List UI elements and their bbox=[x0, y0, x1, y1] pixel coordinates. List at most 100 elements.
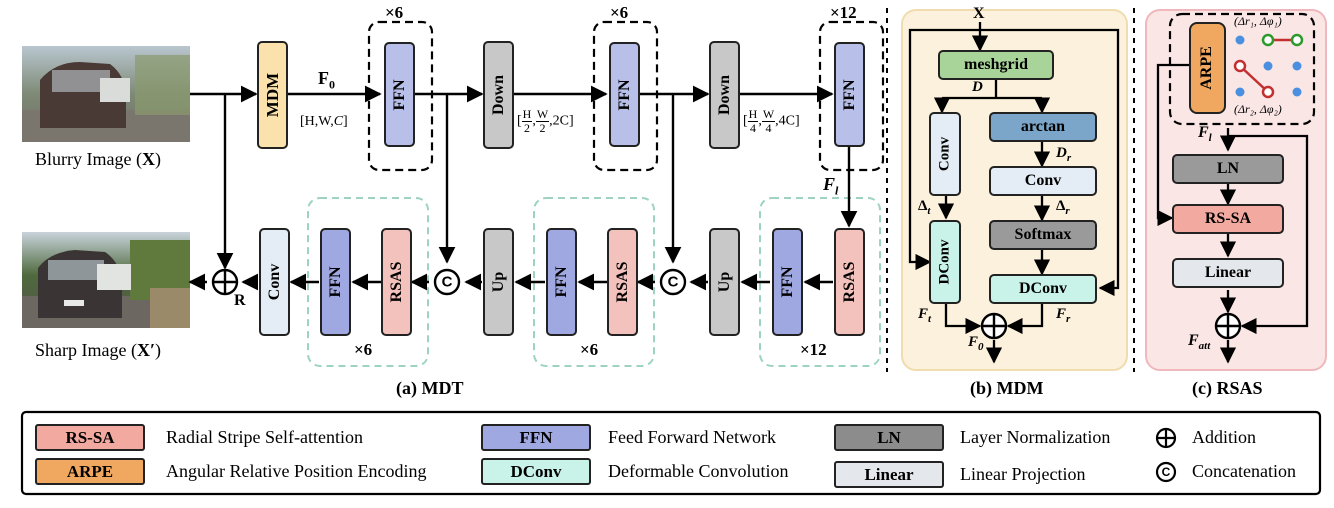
rsas-block-dec-3 bbox=[834, 228, 865, 336]
r-label: R bbox=[234, 292, 246, 309]
legend-concat-icon bbox=[1155, 461, 1177, 483]
blurry-caption: Blurry Image (X) bbox=[35, 149, 161, 169]
up-block-1 bbox=[483, 228, 514, 336]
down-block-1 bbox=[483, 41, 514, 149]
down-block-1-label: Down bbox=[490, 74, 507, 116]
ffn-group-1 bbox=[367, 20, 434, 172]
concat-symbol-2 bbox=[659, 268, 687, 296]
legend-key-linear: Linear bbox=[834, 461, 944, 488]
addition-symbol-rsas bbox=[1214, 312, 1242, 340]
legend-desc-addition: Addition bbox=[1192, 427, 1257, 447]
rssa-block: RS-SA bbox=[1172, 204, 1284, 234]
f0-mdm-label: F0 bbox=[968, 334, 984, 353]
ft-label: Ft bbox=[918, 306, 932, 325]
ln-block: LN bbox=[1172, 154, 1284, 184]
mdm-input-x: X bbox=[973, 5, 985, 22]
down-block-2 bbox=[709, 41, 740, 149]
legend-frame bbox=[20, 410, 1322, 496]
ffn-block-dec-1 bbox=[320, 228, 351, 336]
rsas-block-dec-2-label: RSAS bbox=[614, 261, 631, 303]
f0-label: F0 bbox=[318, 68, 335, 92]
pair1-label: (Δr₁, Δφ₁) bbox=[1234, 14, 1282, 28]
panel-b-title: (b) MDM bbox=[970, 378, 1044, 398]
fl-label: Fl bbox=[823, 174, 839, 198]
legend-key-rssa: RS-SA bbox=[35, 424, 145, 451]
ffn-block-1 bbox=[384, 42, 415, 147]
blurry-image bbox=[22, 46, 190, 142]
decoder-group-3 bbox=[759, 197, 881, 367]
ffn-block-3-label: FFN bbox=[841, 79, 858, 111]
legend-concat-letter: C bbox=[1161, 465, 1171, 479]
rep-label-bottom-1: ×6 bbox=[354, 340, 373, 359]
down-block-2-label: Down bbox=[716, 74, 733, 116]
ffn-block-dec-2-label: FFN bbox=[553, 266, 570, 298]
arpe-block-label: ARPE bbox=[1198, 46, 1215, 90]
pair2-label: (Δr₂, Δφ₂) bbox=[1234, 102, 1282, 116]
meshgrid-block: meshgrid bbox=[938, 50, 1054, 80]
arpe-block bbox=[1189, 22, 1226, 114]
rsas-block-dec-3-label: RSAS bbox=[841, 261, 858, 303]
conv-block-output-label: Conv bbox=[266, 263, 283, 301]
addition-symbol-output bbox=[211, 268, 239, 296]
ffn-group-2 bbox=[592, 20, 659, 172]
ffn-block-3 bbox=[834, 42, 865, 147]
dconv-block: DConv bbox=[989, 274, 1097, 304]
legend-desc-arpe: Angular Relative Position Encoding bbox=[166, 461, 427, 481]
dim-label-1: [H,W,C] bbox=[300, 114, 348, 129]
concat-letter-1: C bbox=[441, 273, 453, 291]
rep-label-bottom-2: ×6 bbox=[580, 340, 599, 359]
concat-letter-2: C bbox=[667, 273, 679, 291]
up-block-2 bbox=[709, 228, 740, 336]
legend-key-dconv: DConv bbox=[481, 458, 591, 485]
conv-left-label: Conv bbox=[936, 136, 953, 172]
panel-a-title: (a) MDT bbox=[396, 378, 464, 398]
up-block-1-label: Up bbox=[490, 271, 507, 293]
sharp-image bbox=[22, 232, 190, 328]
arpe-group bbox=[1168, 12, 1316, 126]
legend-desc-concat: Concatenation bbox=[1192, 461, 1296, 481]
conv-left-block bbox=[929, 112, 961, 196]
conv-block-mdm: Conv bbox=[989, 166, 1097, 196]
fatt-label: Fatt bbox=[1188, 332, 1211, 353]
rep-label-top-2: ×6 bbox=[610, 3, 629, 22]
sharp-caption: Sharp Image (X′) bbox=[35, 340, 162, 360]
legend-key-arpe: ARPE bbox=[35, 458, 145, 485]
legend-desc-dconv: Deformable Convolution bbox=[608, 461, 789, 481]
mdm-block bbox=[257, 41, 288, 149]
ffn-block-dec-2 bbox=[546, 228, 577, 336]
ffn-block-1-label: FFN bbox=[391, 79, 408, 111]
fr-label: Fr bbox=[1056, 306, 1071, 325]
mdm-block-label: MDM bbox=[263, 72, 282, 118]
arctan-block: arctan bbox=[989, 112, 1097, 142]
conv-block-output bbox=[259, 228, 290, 336]
legend-key-ln: LN bbox=[834, 424, 944, 451]
delta-r-label: Δr bbox=[1056, 198, 1070, 217]
rsas-block-dec-1-label: RSAS bbox=[388, 261, 405, 303]
dconv-left-block bbox=[929, 220, 961, 304]
d-label: D bbox=[972, 79, 983, 95]
legend-key-ffn: FFN bbox=[481, 424, 591, 451]
rep-label-top-3: ×12 bbox=[830, 3, 857, 22]
softmax-block: Softmax bbox=[989, 220, 1097, 250]
arpe-grid bbox=[1233, 33, 1304, 99]
concat-symbol-1 bbox=[433, 268, 461, 296]
addition-symbol-mdm bbox=[980, 312, 1008, 340]
legend-addition-icon bbox=[1155, 427, 1177, 449]
legend-desc-linear: Linear Projection bbox=[960, 464, 1086, 484]
rsas-block-dec-2 bbox=[607, 228, 638, 336]
rep-label-top-1: ×6 bbox=[385, 3, 404, 22]
up-block-2-label: Up bbox=[716, 271, 733, 293]
rsas-block-dec-1 bbox=[381, 228, 412, 336]
legend-desc-ffn: Feed Forward Network bbox=[608, 427, 776, 447]
panel-c-title: (c) RSAS bbox=[1192, 378, 1263, 398]
ffn-block-dec-3-label: FFN bbox=[779, 266, 796, 298]
dr-label: Dr bbox=[1056, 145, 1072, 164]
ffn-block-2-label: FFN bbox=[616, 79, 633, 111]
delta-t-label: Δt bbox=[918, 198, 931, 217]
ffn-group-3 bbox=[818, 20, 885, 172]
fl-rsas-label: Fl bbox=[1198, 124, 1212, 145]
linear-block: Linear bbox=[1172, 258, 1284, 288]
ffn-block-dec-3 bbox=[772, 228, 803, 336]
